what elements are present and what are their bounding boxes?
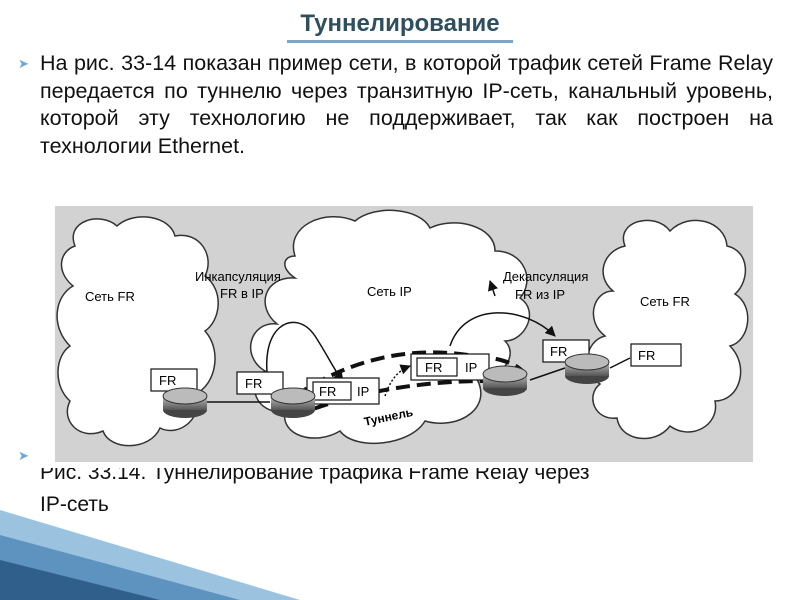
- decap-top-arrow: [488, 280, 498, 297]
- title-underline: [287, 40, 513, 43]
- router-left-icon: [162, 387, 208, 418]
- encap-arrow: [265, 321, 344, 392]
- fr-frame-4-label: FR: [638, 348, 655, 363]
- ip-packet-2-fr: [416, 357, 458, 377]
- fr-frame-1-label: FR: [159, 373, 176, 388]
- ip-packet-2-ip-label: IP: [465, 360, 477, 375]
- link-right: [529, 367, 566, 381]
- bullet-icon: ➤: [18, 448, 29, 463]
- corner-decoration: [0, 510, 300, 600]
- router-encap-icon: [270, 387, 316, 418]
- ip-packet-1-ip-label: IP: [357, 384, 369, 399]
- router-right-icon: [564, 353, 610, 384]
- figure-caption: Рис. 33.14. Туннелирование трафика Frame…: [40, 468, 780, 518]
- decap-arrow: [449, 312, 556, 347]
- body-paragraph: На рис. 33-14 показан пример сети, в кот…: [40, 51, 773, 158]
- right-cloud-label: Сеть FR: [640, 294, 690, 309]
- encap-label-line1: Инкапсуляция: [195, 269, 281, 284]
- fr-frame-2: [236, 371, 284, 395]
- decap-label-line1: Декапсуляция: [503, 269, 588, 284]
- right-fr-cloud: [586, 219, 749, 440]
- encap-label-line2: FR в IP: [220, 286, 264, 301]
- link-right-out: [609, 357, 631, 369]
- tunneling-diagram: Сеть FR Сеть IP Сеть FR Инкапсуляция FR …: [55, 206, 753, 462]
- left-cloud-label: Сеть FR: [85, 289, 135, 304]
- fr-frame-2-label: FR: [245, 376, 262, 391]
- slide-title: Туннелирование: [300, 10, 500, 37]
- bullet-icon: ➤: [18, 56, 29, 71]
- dotted-arrow: [384, 364, 411, 397]
- fr-frame-3-label: FR: [550, 344, 567, 359]
- router-decap-icon: [482, 365, 528, 396]
- ip-packet-2-fr-label: FR: [425, 360, 442, 375]
- middle-cloud-label: Сеть IP: [367, 284, 412, 299]
- caption-line-1: Рис. 33.14. Туннелирование трафика Frame…: [40, 468, 590, 484]
- fr-frame-4: [630, 343, 682, 367]
- decap-label-line2: FR из IP: [515, 287, 565, 302]
- ip-packet-1-fr-label: FR: [319, 384, 336, 399]
- ip-packet-1-fr: [312, 381, 352, 401]
- caption-line-2: IP-сеть: [40, 493, 109, 516]
